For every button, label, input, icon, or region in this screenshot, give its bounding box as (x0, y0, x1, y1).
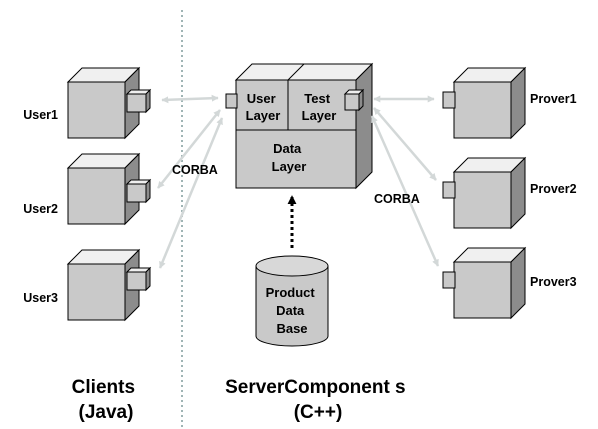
client-label: User1 (23, 108, 58, 122)
server-caption: ServerComponent s (C++) (225, 377, 411, 423)
connector-prover3 (370, 115, 440, 267)
prover-label: Prover3 (530, 275, 577, 289)
clients-caption: Clients (Java) (72, 377, 141, 423)
client-component-user1 (66, 66, 152, 140)
connector-user1 (161, 94, 219, 104)
client-component-user3 (66, 248, 152, 322)
prover-label: Prover1 (530, 92, 577, 106)
client-label: User3 (23, 291, 58, 305)
prover-component-prover2 (442, 156, 527, 230)
server-component (225, 62, 374, 190)
test-layer-label: Test Layer (302, 91, 337, 123)
prover-component-prover3 (442, 246, 527, 320)
database-label: Product Data Base (266, 285, 319, 336)
data-layer-label: Data Layer (272, 141, 307, 174)
corba-label-right: CORBA (374, 192, 420, 206)
corba-label-left: CORBA (172, 163, 218, 177)
connector-user3 (158, 117, 224, 269)
client-component-user2 (66, 152, 152, 226)
prover-component-prover1 (442, 66, 527, 140)
client-label: User2 (23, 202, 58, 216)
user-layer-label: User Layer (246, 91, 281, 123)
prover-label: Prover2 (530, 182, 577, 196)
product-database (255, 255, 329, 347)
